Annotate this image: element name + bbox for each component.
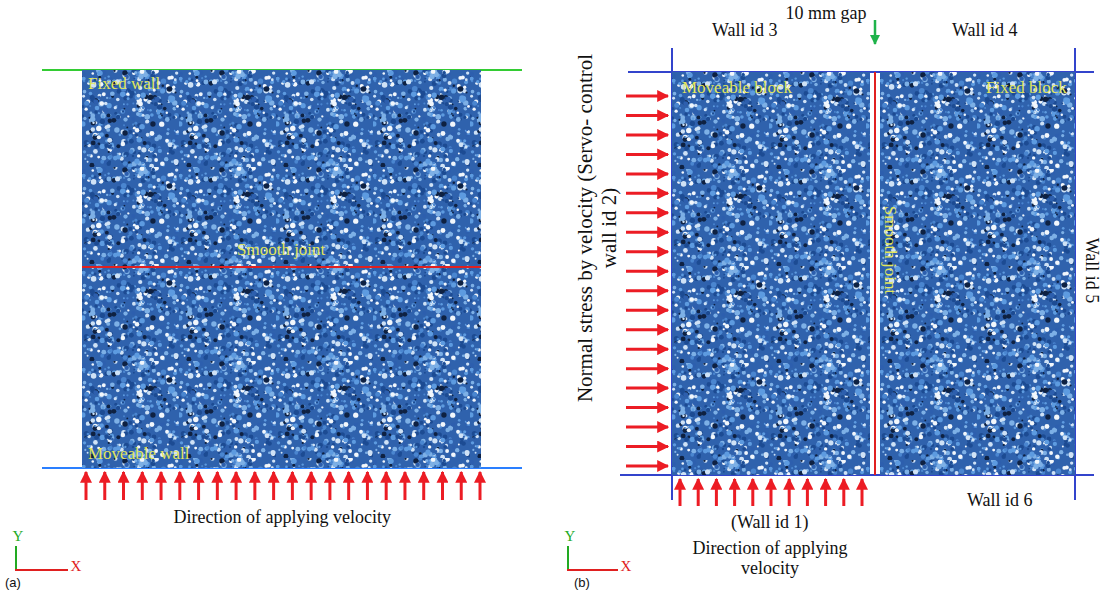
arrow xyxy=(197,472,200,500)
arrow xyxy=(626,406,668,409)
arrow xyxy=(366,472,369,500)
arrow xyxy=(626,172,668,175)
particle-fill xyxy=(880,72,1075,475)
specimen-label: Fixed wall xyxy=(88,74,160,94)
axis-label: Y xyxy=(13,527,24,545)
specimen-label: Moveable wall xyxy=(88,444,190,464)
arrow xyxy=(122,472,125,500)
arrow xyxy=(441,472,444,500)
smooth-joint-line xyxy=(82,266,481,268)
particle-fill xyxy=(82,70,481,468)
x-axis xyxy=(567,569,618,571)
arrow xyxy=(861,479,864,506)
velocity-caption: Direction of applying velocity xyxy=(174,507,391,528)
arrow xyxy=(626,465,668,468)
smooth-joint-line xyxy=(874,72,876,475)
arrow xyxy=(178,472,181,500)
wall-label: Wall id 6 xyxy=(967,490,1033,511)
arrow xyxy=(788,479,791,506)
arrow xyxy=(626,114,668,117)
y-axis xyxy=(567,546,569,571)
particle-texture xyxy=(82,70,481,468)
specimen-label: Fixed block xyxy=(986,78,1067,98)
arrow xyxy=(626,445,668,448)
arrow xyxy=(626,328,668,331)
wall-label: (Wall id 1) xyxy=(731,512,809,533)
particle-texture xyxy=(672,72,870,475)
arrow xyxy=(347,472,350,500)
arrow xyxy=(291,472,294,500)
gap-dimension: 10 mm gap xyxy=(786,3,867,24)
wall-label: Wall id 4 xyxy=(952,20,1018,41)
arrow xyxy=(874,20,877,44)
arrow xyxy=(626,133,668,136)
arrow xyxy=(626,192,668,195)
arrow xyxy=(626,270,668,273)
arrow xyxy=(216,472,219,500)
moveable-block: Moveable block xyxy=(672,72,870,475)
arrow xyxy=(626,231,668,234)
particle-texture xyxy=(880,72,1075,475)
arrow xyxy=(310,472,313,500)
arrow xyxy=(85,472,88,500)
specimen-label: Moveable block xyxy=(682,78,792,98)
axis-label: Y xyxy=(565,527,576,545)
arrow xyxy=(626,95,668,98)
arrow xyxy=(141,472,144,500)
arrow xyxy=(460,472,463,500)
arrow xyxy=(403,472,406,500)
arrow xyxy=(697,479,700,506)
arrow xyxy=(626,250,668,253)
arrow xyxy=(806,479,809,506)
arrow xyxy=(253,472,256,500)
particle-specimen: Fixed wallSmooth jointMoveable wall xyxy=(82,70,481,468)
particle-fill xyxy=(672,72,870,475)
arrow xyxy=(715,479,718,506)
arrow xyxy=(328,472,331,500)
arrow xyxy=(626,309,668,312)
wall-label: Wall id 5 xyxy=(1081,237,1102,303)
arrow xyxy=(733,479,736,506)
arrow xyxy=(103,472,106,500)
arrow xyxy=(751,479,754,506)
velocity-caption: Direction of applying velocity xyxy=(688,538,853,578)
arrow xyxy=(626,289,668,292)
y-axis xyxy=(15,546,17,571)
arrow xyxy=(479,472,482,500)
arrow xyxy=(626,348,668,351)
arrow xyxy=(626,387,668,390)
arrow xyxy=(679,479,682,506)
arrow xyxy=(842,479,845,506)
arrow xyxy=(385,472,388,500)
smooth-joint-label: Smooth joint xyxy=(880,206,900,294)
panel-label: (b) xyxy=(574,575,590,590)
arrow xyxy=(770,479,773,506)
arrow xyxy=(824,479,827,506)
arrow xyxy=(626,367,668,370)
arrow xyxy=(626,426,668,429)
axis-label: X xyxy=(71,557,82,575)
wall-label: Wall id 3 xyxy=(712,20,778,41)
axis-label: X xyxy=(621,557,632,575)
specimen-label: Smooth joint xyxy=(237,240,325,260)
arrow xyxy=(235,472,238,500)
arrow xyxy=(272,472,275,500)
arrow xyxy=(626,153,668,156)
arrow xyxy=(626,211,668,214)
x-axis xyxy=(15,569,68,571)
arrow xyxy=(160,472,163,500)
fixed-block: Fixed block xyxy=(880,72,1075,475)
panel-label: (a) xyxy=(5,575,21,590)
arrow xyxy=(422,472,425,500)
normal-stress-label: Normal stress by velocity (Servo- contro… xyxy=(573,43,621,413)
